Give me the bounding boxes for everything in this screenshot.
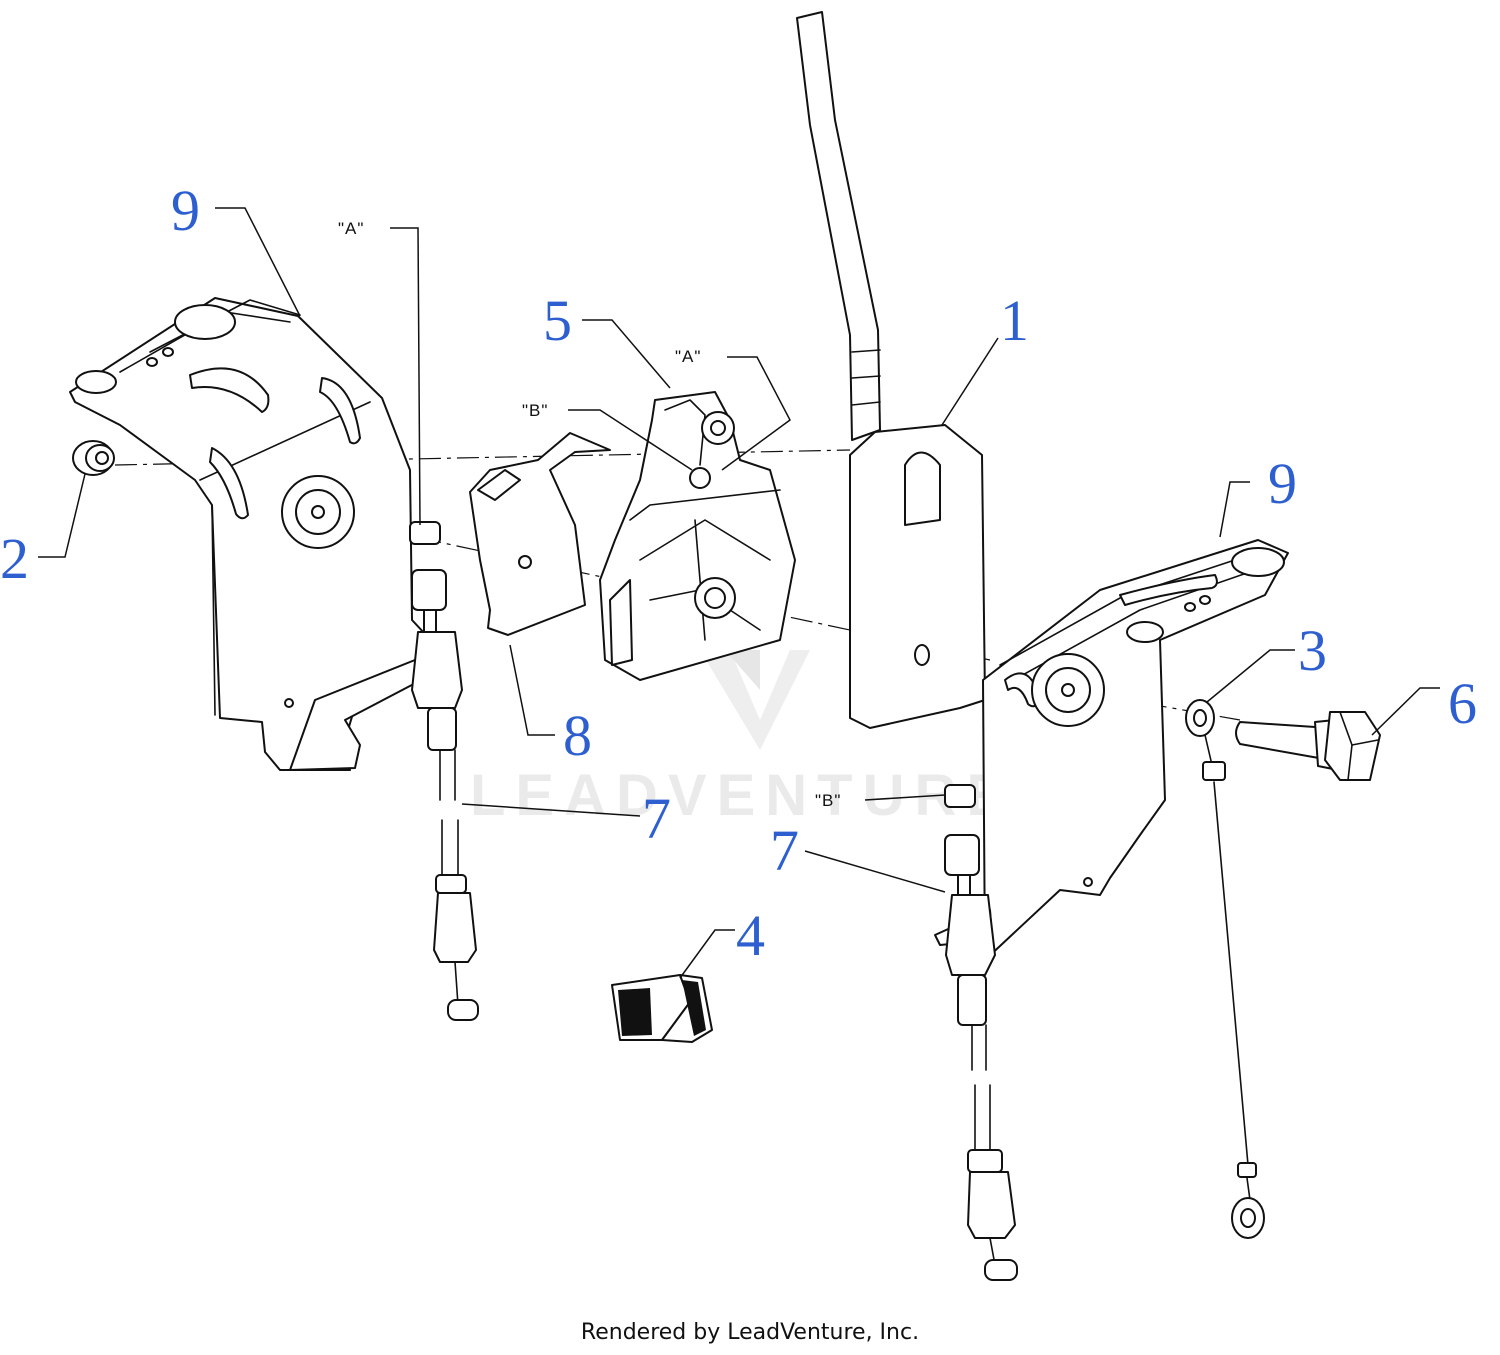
footer-credit: Rendered by LeadVenture, Inc. <box>580 1320 920 1345</box>
callout-3: 3 <box>1298 618 1327 683</box>
reference-b-right: "B" <box>815 791 841 810</box>
callout-9-right: 9 <box>1268 451 1297 516</box>
reference-b-gate: "B" <box>522 401 548 420</box>
callout-1: 1 <box>1000 288 1029 353</box>
hex-bolt <box>1235 711 1381 781</box>
callout-7-right: 7 <box>770 818 799 883</box>
right-control-cable <box>934 784 1018 1281</box>
reference-a-left: "A" <box>338 219 364 238</box>
callout-4: 4 <box>736 903 765 968</box>
spring-clip <box>611 974 713 1043</box>
callout-2: 2 <box>0 526 29 591</box>
shift-gate <box>599 391 796 681</box>
callout-numbers: 9 2 5 1 9 3 6 8 7 7 4 <box>0 178 1477 968</box>
ground-wire <box>1185 699 1265 1239</box>
watermark: LEADVENTURE <box>470 650 1015 828</box>
callout-8: 8 <box>563 703 592 768</box>
callout-7-left: 7 <box>642 786 671 851</box>
left-control-cable <box>409 521 479 1021</box>
reference-a-gate: "A" <box>675 347 701 366</box>
shift-lever <box>796 11 986 729</box>
callout-6: 6 <box>1448 671 1477 736</box>
flange-nut <box>72 440 115 476</box>
right-mounting-bracket <box>982 539 1289 961</box>
callout-5: 5 <box>543 288 572 353</box>
left-mounting-bracket <box>69 297 451 771</box>
leader-lines <box>38 207 1440 979</box>
reference-labels: "A" "A" "B" "B" <box>338 219 841 810</box>
watermark-text: LEADVENTURE <box>470 763 1015 828</box>
watermark-logo <box>700 650 810 750</box>
callout-9-left: 9 <box>171 178 200 243</box>
guide-plate <box>469 432 611 636</box>
